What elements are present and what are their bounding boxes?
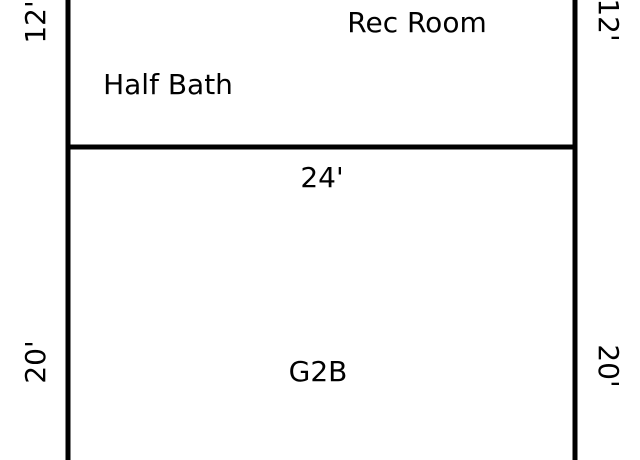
lower-left-height-dimension: 20' [19, 340, 52, 383]
shared-width-dimension: 24' [300, 161, 343, 194]
rec-room-label: Rec Room [347, 6, 486, 39]
g2b-room-label: G2B [289, 355, 348, 388]
upper-right-height-dimension: 12' [592, 0, 625, 42]
half-bath-label: Half Bath [103, 68, 233, 101]
upper-left-height-dimension: 12' [19, 0, 52, 43]
lower-right-height-dimension: 20' [592, 344, 625, 387]
